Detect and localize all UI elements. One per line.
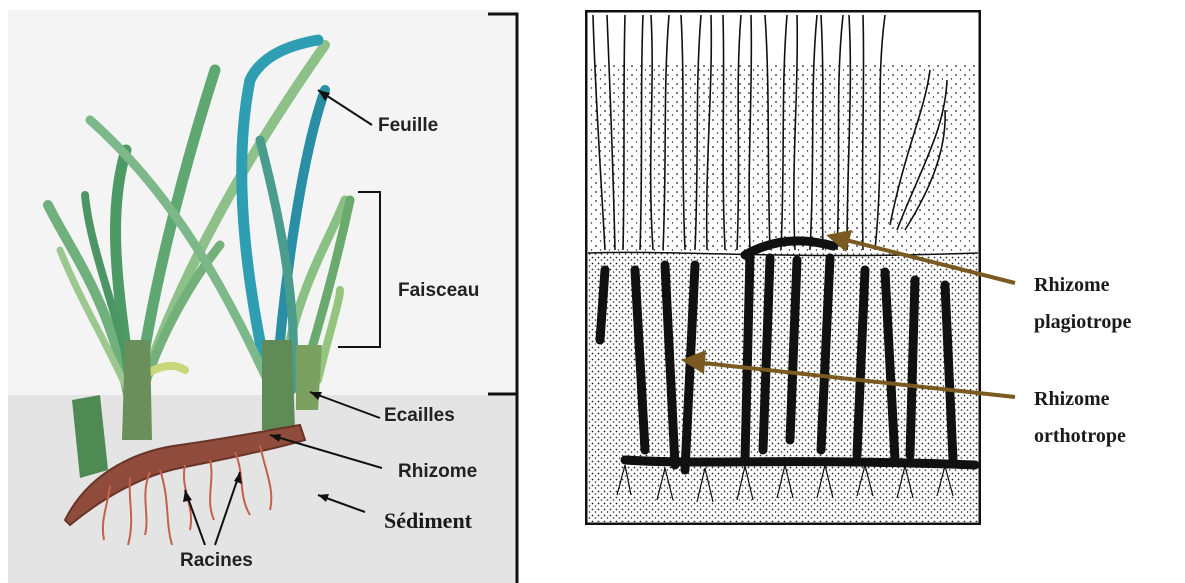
label-bundle: Faisceau — [398, 280, 479, 302]
label-plagiotrope-line1: Rhizome — [1034, 274, 1110, 297]
label-roots: Racines — [180, 550, 253, 572]
label-plagiotrope-line2: plagiotrope — [1034, 311, 1131, 334]
rhizome-cross-section — [585, 10, 981, 525]
label-orthotrope-line1: Rhizome — [1034, 388, 1110, 411]
label-leaf: Feuille — [378, 115, 438, 137]
water-area — [588, 13, 978, 63]
label-rhizome: Rhizome — [398, 461, 477, 483]
label-orthotrope-line2: orthotrope — [1034, 425, 1126, 448]
label-sediment: Sédiment — [384, 508, 472, 534]
seagrass-plant-illustration: Feuille Faisceau Ecailles Rhizome Sédime… — [0, 0, 520, 583]
cross-section-drawing — [585, 10, 981, 525]
lower-sediment — [588, 253, 978, 522]
label-scales: Ecailles — [384, 405, 455, 427]
